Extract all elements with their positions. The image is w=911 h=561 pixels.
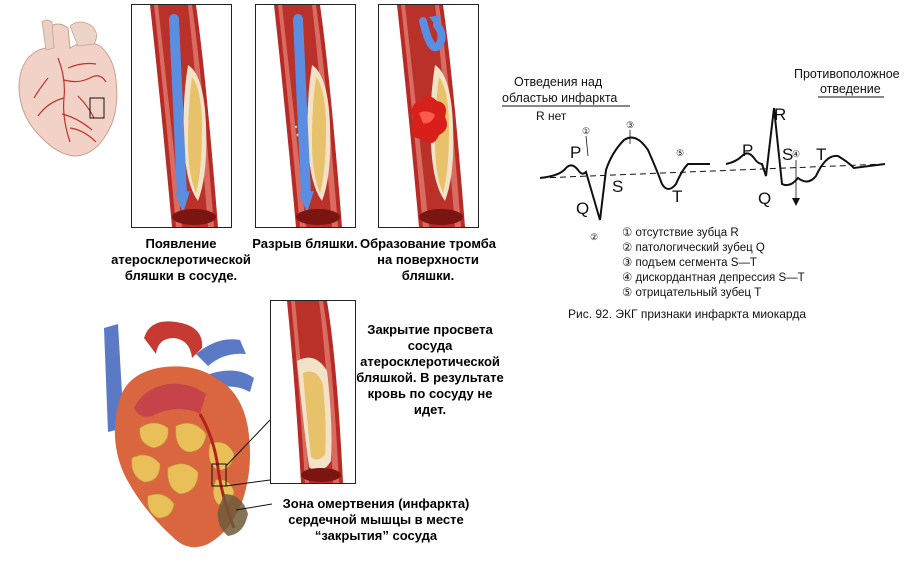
ecg-legend: ① отсутствие зубца R ② патологический зу… — [622, 227, 805, 299]
caption-necrosis: Зона омертвения (инфаркта) сердечной мыш… — [282, 496, 470, 543]
marker-4: ④ — [792, 149, 800, 159]
vessel-panel-plaque — [131, 4, 232, 228]
wave-p-left: P — [570, 143, 581, 162]
wave-r-right: R — [774, 105, 786, 124]
heart-thumbnail — [18, 19, 118, 157]
vessel-panel-thrombus — [378, 4, 479, 228]
aortic-arch — [144, 321, 203, 358]
vessel-panel-occlusion — [270, 300, 356, 484]
legend-item-1: ① отсутствие зубца R — [622, 227, 739, 239]
wave-s-left: S — [612, 177, 623, 196]
ecg-trace-opposite — [725, 107, 886, 187]
lead-right-heading-1: Противоположное — [794, 67, 900, 81]
ecg-baseline — [539, 163, 886, 179]
legend-item-2: ② патологический зубец Q — [622, 242, 765, 254]
infarct-zone — [217, 494, 248, 536]
heart-infarct-illustration — [104, 321, 254, 548]
vessel-rupture-illustration — [274, 5, 342, 227]
wave-s-right: S — [782, 145, 793, 164]
caption-plaque-appears: Появление атеросклеротической бляшки в с… — [111, 236, 251, 283]
lead-left-heading-1: Отведения над — [514, 75, 603, 89]
caption-thrombus: Образование тромба на поверхности бляшки… — [359, 236, 497, 283]
vessel-thrombus-illustration — [397, 5, 465, 227]
marker-3: ③ — [626, 120, 634, 130]
caption-plaque-rupture: Разрыв бляшки. — [252, 236, 358, 251]
wave-q-right: Q — [758, 189, 771, 208]
ecg-figure-caption: Рис. 92. ЭКГ признаки инфаркта миокарда — [568, 307, 806, 321]
vessel-panel-rupture — [255, 4, 356, 228]
marker-2: ② — [590, 232, 598, 242]
legend-item-4: ④ дискордантная депрессия S—T — [622, 272, 805, 284]
legend-item-5: ⑤ отрицательный зубец T — [622, 287, 761, 299]
vessel-plaque-illustration — [150, 5, 218, 227]
ecg-diagram: Отведения над областью инфаркта Противоп… — [502, 67, 900, 321]
legend-item-3: ③ подъем сегмента S—T — [622, 257, 757, 269]
caption-occlusion: Закрытие просвета сосуда атеросклеротиче… — [356, 322, 504, 417]
marker-5: ⑤ — [676, 148, 684, 158]
marker-1: ① — [582, 126, 590, 136]
vessel-occlusion-illustration — [287, 301, 343, 483]
wave-q-left: Q — [576, 199, 589, 218]
wave-p-right: P — [742, 141, 753, 160]
lead-left-heading-2: областью инфаркта — [502, 91, 617, 105]
label-r-absent: R нет — [536, 109, 567, 123]
wave-t-left: T — [672, 187, 682, 206]
lead-right-heading-2: отведение — [820, 82, 881, 96]
wave-t-right: T — [816, 145, 826, 164]
ecg-trace-infarct — [539, 136, 710, 221]
